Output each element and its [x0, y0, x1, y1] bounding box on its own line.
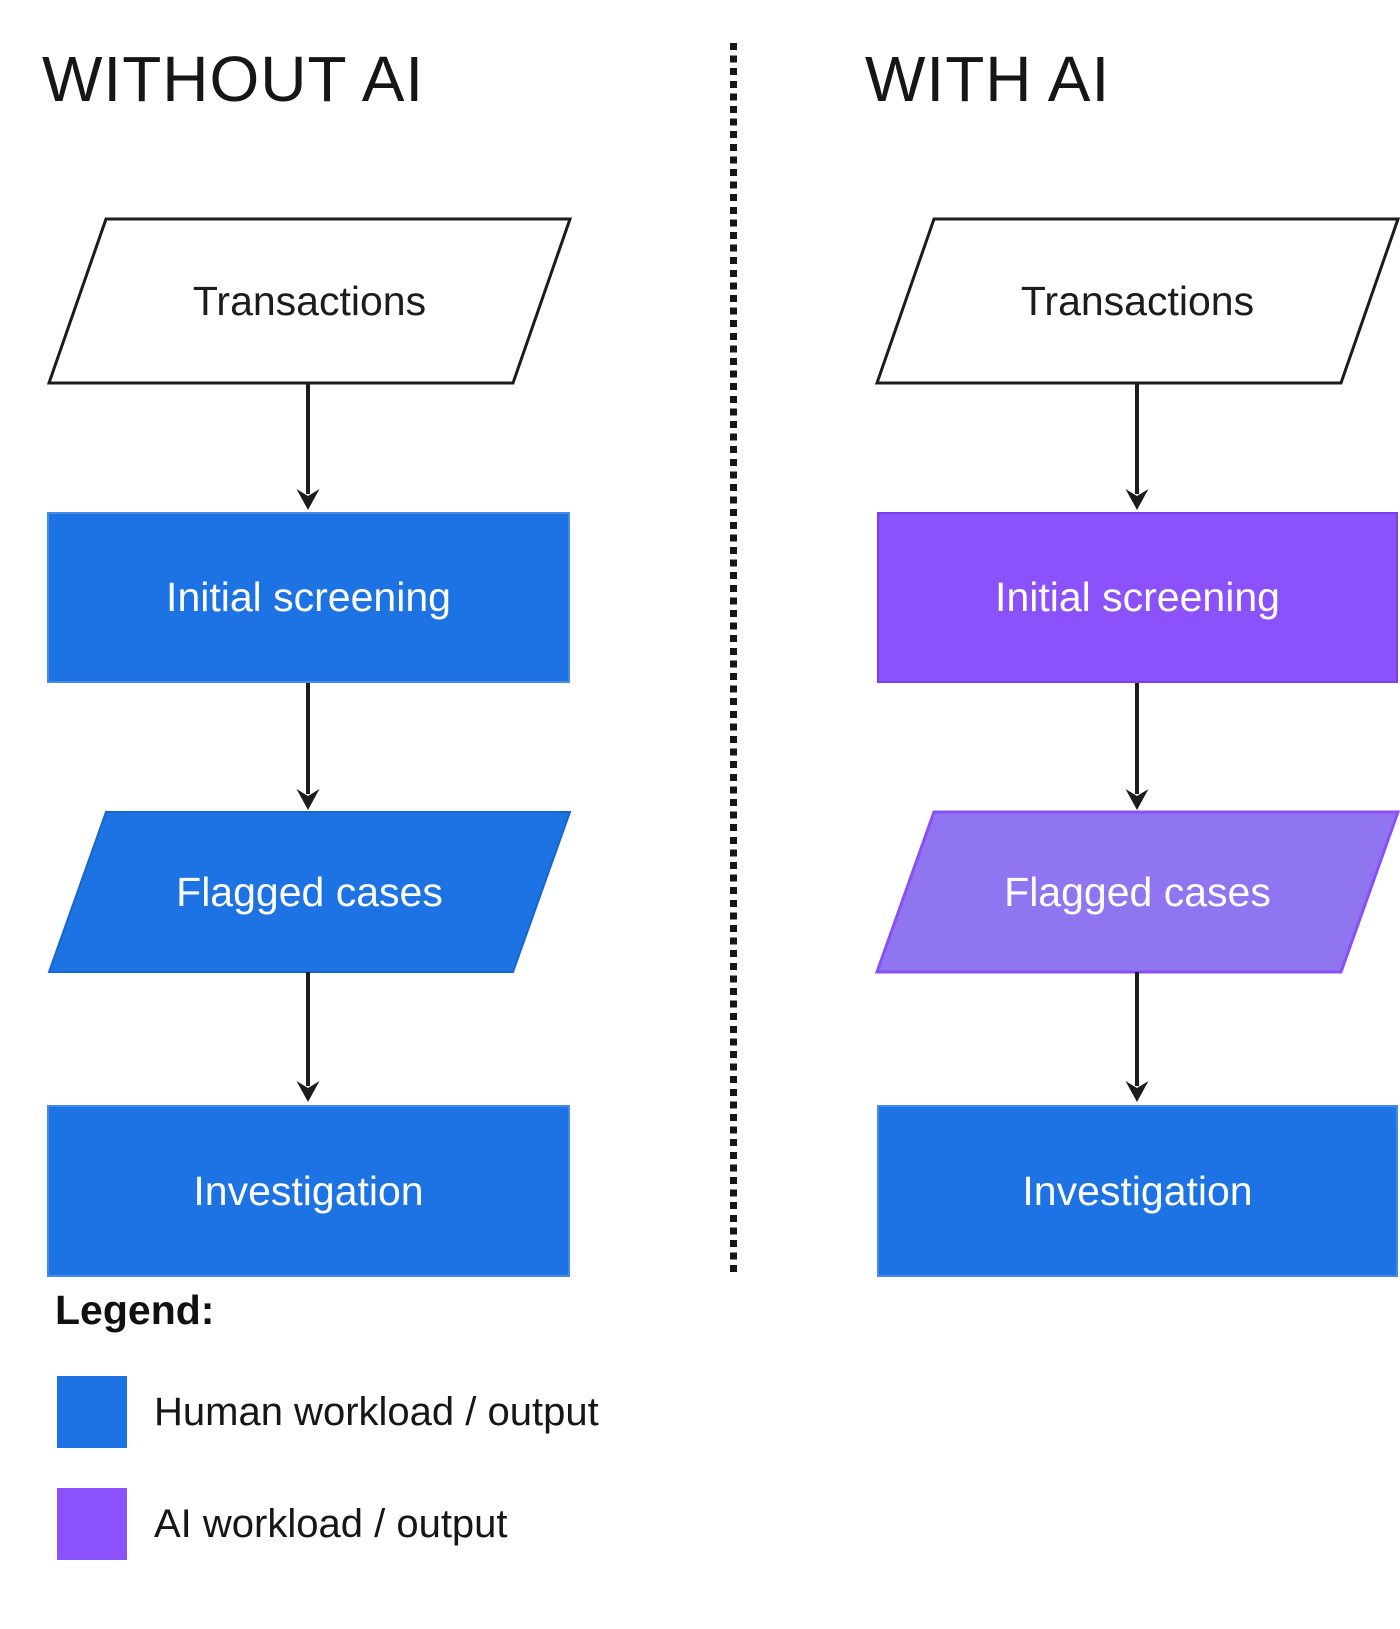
parallelogram-shape [874, 810, 1400, 974]
legend-heading: Legend: [55, 1287, 215, 1333]
flow-arrow [296, 683, 320, 810]
node-label: Flagged cases [1004, 868, 1271, 915]
node-investigation-with-ai: Investigation [877, 1105, 1398, 1277]
node-label: Transactions [1020, 277, 1255, 324]
legend-swatch-ai [57, 1488, 127, 1560]
flow-arrow [1125, 383, 1149, 510]
flow-arrow [1125, 683, 1149, 810]
node-investigation-without-ai: Investigation [47, 1105, 570, 1277]
node-flagged-cases-without-ai: Flagged cases [47, 811, 572, 973]
legend-swatch-human [57, 1376, 127, 1448]
parallelogram-shape [46, 217, 573, 385]
node-transactions-without-ai: Transactions [46, 217, 573, 385]
node-label: Transactions [192, 277, 427, 324]
flow-arrow [1125, 972, 1149, 1102]
legend-label: AI workload / output [154, 1501, 508, 1546]
legend-item-human: Human workload / output [57, 1376, 599, 1448]
node-flagged-cases-with-ai: Flagged cases [874, 810, 1400, 974]
node-label: Initial screening [166, 574, 451, 620]
node-label: Investigation [1022, 1167, 1253, 1214]
node-transactions-with-ai: Transactions [874, 217, 1400, 385]
legend-label: Human workload / output [154, 1389, 599, 1434]
node-label: Investigation [193, 1167, 424, 1214]
column-title-without-ai: WITHOUT AI [42, 43, 425, 115]
node-initial-screening-with-ai: Initial screening [877, 512, 1398, 683]
dotted-divider [730, 43, 737, 1272]
node-initial-screening-without-ai: Initial screening [47, 512, 570, 683]
flow-arrow [296, 383, 320, 510]
node-label: Initial screening [995, 574, 1280, 620]
parallelogram-shape [47, 811, 572, 973]
node-label: Flagged cases [176, 868, 443, 915]
flow-arrow [296, 972, 320, 1102]
column-title-with-ai: WITH AI [865, 43, 1111, 115]
parallelogram-shape [874, 217, 1400, 385]
legend-item-ai: AI workload / output [57, 1488, 508, 1560]
